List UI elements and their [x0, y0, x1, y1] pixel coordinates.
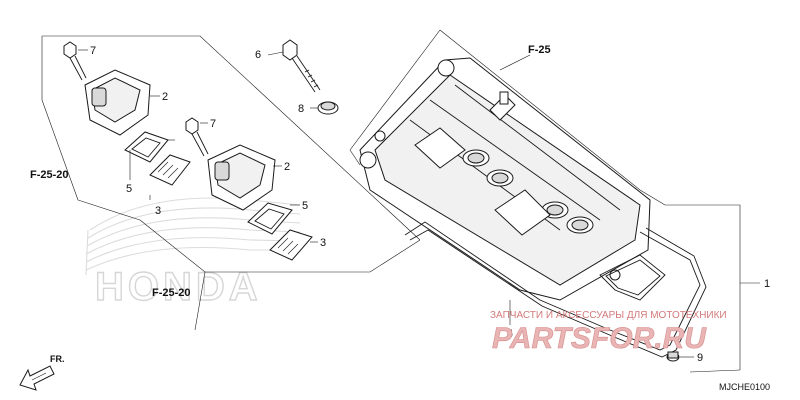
ref-label-top: F-25: [528, 44, 551, 56]
head-cover-gasket: [404, 221, 707, 358]
ref-label-bottom: F-25-20: [152, 287, 191, 299]
callout-2-lower: 2: [284, 161, 290, 173]
ignition-coil-upper: [63, 41, 191, 186]
ignition-coil-lower: [185, 117, 313, 261]
callout-1: 1: [764, 278, 770, 290]
front-direction-label: FR.: [50, 354, 65, 364]
callout-numbers: 7 2 5 3 7 2 5 3 6 8 1 4 9: [90, 45, 770, 364]
callout-8: 8: [298, 103, 304, 115]
callout-5-lower: 5: [302, 200, 308, 212]
washer-8: [317, 101, 339, 115]
cylinder-head-cover: [359, 57, 651, 301]
assembly-frame-lines: [41, 29, 741, 373]
leader-lines: [78, 49, 760, 358]
callout-9: 9: [697, 352, 703, 364]
callout-2-upper: 2: [162, 91, 168, 103]
callout-7-upper: 7: [90, 45, 96, 57]
callout-5-upper: 5: [126, 183, 132, 195]
ref-label-left: F-25-20: [30, 169, 69, 181]
callout-6: 6: [255, 49, 261, 61]
sealing-washer-9: [666, 351, 680, 362]
callout-7-lower: 7: [210, 118, 216, 130]
diagram-code: MJCHE0100: [719, 382, 770, 392]
callout-3-upper: 3: [155, 205, 161, 217]
callout-4: 4: [507, 328, 513, 340]
watermark-site: PARTSFOR.RU: [492, 322, 707, 355]
front-direction-arrow-icon: FR.: [19, 354, 65, 391]
bolt-6: [282, 39, 321, 93]
watermark-caption: ЗАПЧАСТИ И АКСЕССУАРЫ ДЛЯ МОТОТЕХНИКИ: [490, 310, 727, 321]
callout-3-lower: 3: [320, 237, 326, 249]
